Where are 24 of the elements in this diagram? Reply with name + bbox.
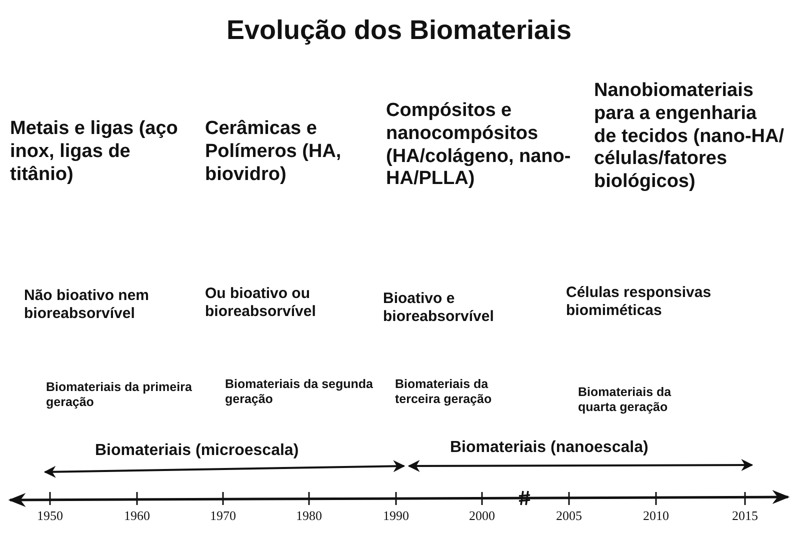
- property-text: Bioativo e bioreabsorvível: [383, 290, 495, 326]
- span-label: Biomateriais (microescala): [95, 441, 300, 460]
- material-heading: Nanobiomateriais para a engenharia de tecidos (nano-HA/ células/fatores biológicos): [594, 80, 784, 194]
- span-label: Biomateriais (nanoescala): [450, 438, 650, 458]
- generation-label: Biomateriais da quarta geração: [578, 385, 672, 415]
- year-label: 1970: [209, 508, 237, 524]
- year-label: 1950: [36, 508, 64, 524]
- material-heading: Compósitos e nanocompósitos (HA/colágeno, nano-HA/PLLA): [386, 100, 572, 192]
- chart-title: Evolução dos Biomateriais: [225, 14, 573, 46]
- year-label: 2000: [468, 508, 496, 524]
- year-label: 1980: [295, 508, 323, 524]
- material-heading: Metais e ligas (aço inox, ligas de titânio): [10, 118, 179, 186]
- property-text: Não bioativo nem bioreabsorvível: [24, 287, 150, 323]
- generation-label: Biomateriais da segunda geração: [225, 377, 374, 407]
- generation-label: Biomateriais da primeira geração: [46, 380, 193, 410]
- year-label: 2005: [555, 508, 583, 524]
- year-label: 1990: [382, 508, 410, 524]
- property-text: Ou bioativo ou bioreabsorvível: [205, 285, 317, 321]
- material-heading: Cerâmicas e Polímeros (HA, biovidro): [205, 118, 342, 186]
- year-label: 2015: [731, 508, 759, 524]
- year-label: 1960: [123, 508, 151, 524]
- property-text: Células responsivas biomiméticas: [566, 284, 712, 320]
- generation-label: Biomateriais da terceira geração: [395, 377, 493, 407]
- year-label: 2010: [642, 508, 670, 524]
